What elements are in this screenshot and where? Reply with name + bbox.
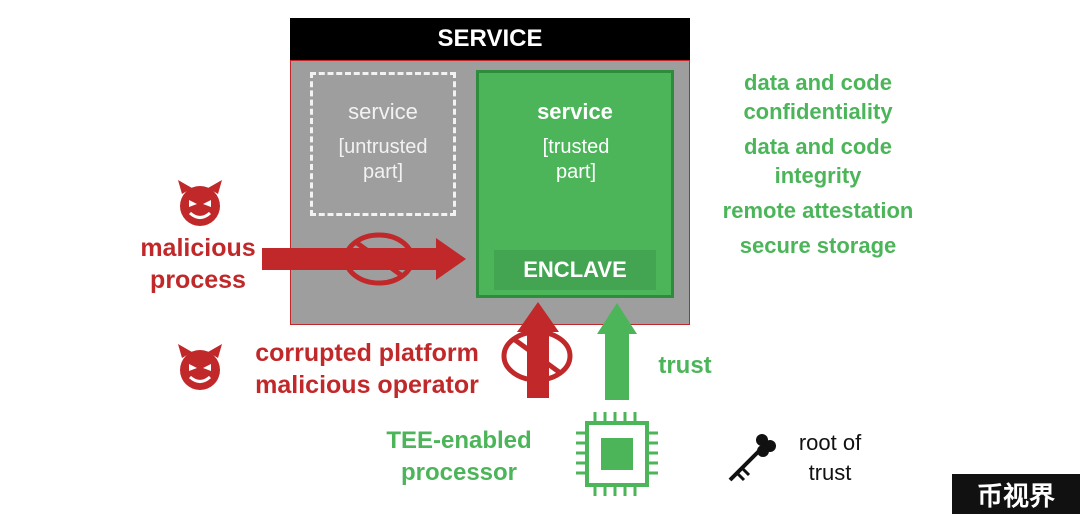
property-integrity: data and code integrity — [744, 134, 892, 188]
trust-arrow — [597, 303, 637, 400]
key-icon — [728, 434, 776, 482]
property-secure-storage: secure storage — [739, 233, 897, 258]
prohibited-icon — [501, 329, 573, 383]
prohibited-icon — [343, 232, 415, 286]
chip-icon — [576, 412, 658, 496]
malicious-process-arrow — [262, 238, 466, 280]
tee-processor-label: TEE-enabled processor — [386, 427, 532, 486]
service-header: SERVICE — [290, 18, 690, 60]
untrusted-title: service — [348, 99, 418, 124]
malicious-process-label: malicious process — [140, 234, 256, 294]
devil-face-icon — [178, 344, 222, 390]
untrusted-subtitle: [untrusted part] — [338, 136, 428, 183]
property-confidentiality: data and code confidentiality — [743, 70, 893, 124]
devil-face-icon — [178, 180, 222, 226]
trusted-subtitle: [trusted part] — [542, 136, 610, 183]
malicious-operator-label: malicious operator — [255, 371, 479, 399]
corrupted-platform-label: corrupted platform — [255, 339, 479, 367]
corrupted-platform-arrow — [517, 302, 559, 398]
untrusted-part-box: service [untrusted part] — [310, 72, 456, 216]
watermark-logo: 币视界 — [952, 474, 1080, 514]
root-of-trust-label: root of trust — [798, 430, 862, 485]
trusted-title: service — [537, 99, 613, 124]
property-remote-attestation: remote attestation — [722, 198, 914, 223]
trust-label: trust — [658, 352, 712, 379]
enclave-label: ENCLAVE — [494, 250, 656, 290]
